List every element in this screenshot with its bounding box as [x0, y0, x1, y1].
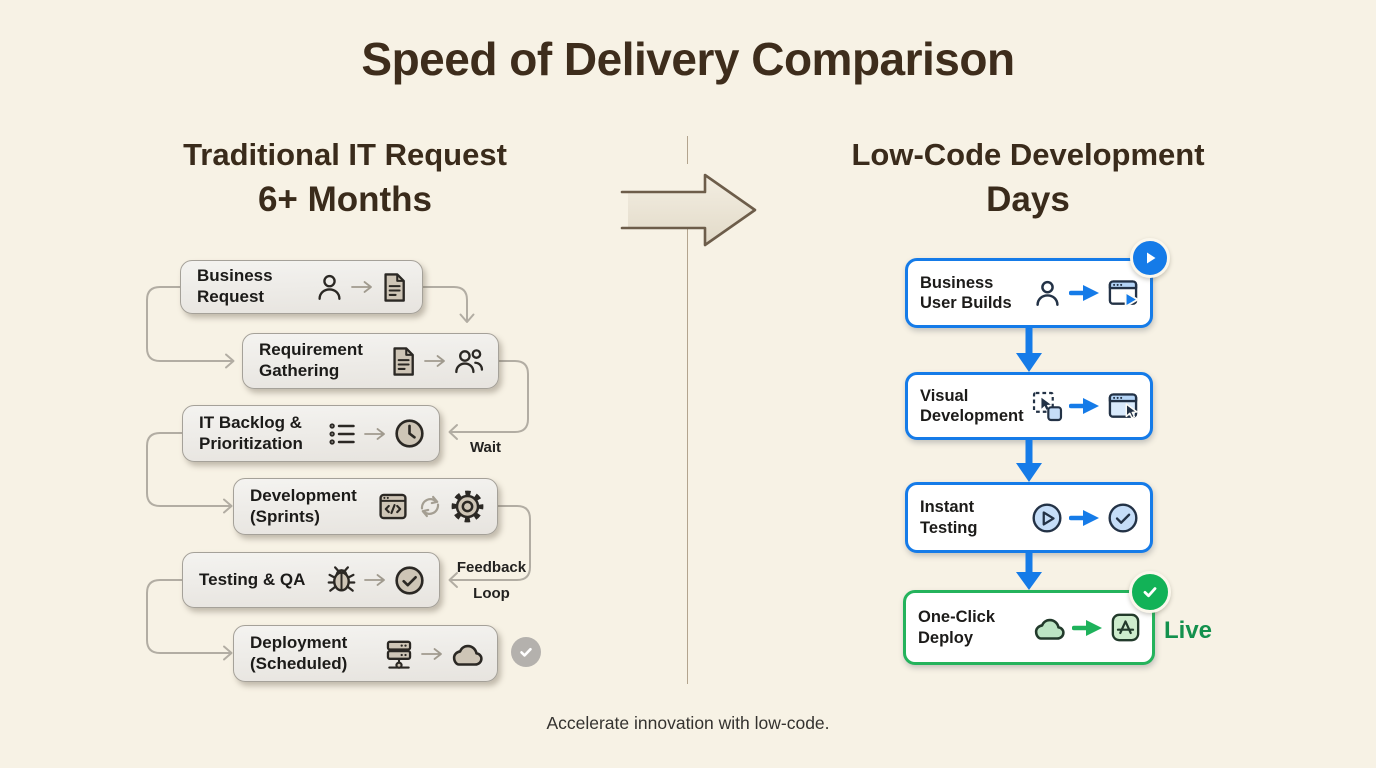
feedback-label: Feedback: [456, 559, 527, 576]
right-duration: Days: [986, 180, 1070, 220]
play-badge: [1130, 238, 1170, 278]
cloud-icon: [452, 644, 483, 666]
step-development-sprints: Development (Sprints): [233, 478, 498, 535]
arrow-right-icon: [1069, 509, 1099, 526]
step-business-user-builds: Business User Builds: [905, 258, 1153, 328]
refresh-icon: [420, 495, 440, 518]
arrow-right-icon: [364, 574, 385, 586]
step-label: Deployment (Scheduled): [250, 632, 348, 673]
flow-down-arrow-icon: [1016, 552, 1042, 590]
step-label: Testing & QA: [199, 569, 306, 589]
step-icons: [325, 416, 427, 451]
step-visual-development: Visual Development: [905, 372, 1153, 440]
play-icon: [1147, 252, 1156, 264]
clock-icon: [395, 419, 424, 448]
step-label: One-Click Deploy: [918, 608, 996, 647]
step-icons: [313, 271, 410, 304]
step-icons: [1031, 389, 1140, 423]
step-requirement-gathering: Requirement Gathering: [242, 333, 499, 389]
arrow-right-icon: [364, 427, 385, 440]
step-testing-qa: Testing & QA: [182, 552, 440, 608]
arrow-right-icon: [1072, 619, 1102, 636]
arrow-right-icon: [1069, 398, 1099, 414]
divider-line: [687, 229, 689, 684]
check-icon: [1143, 587, 1157, 598]
step-label: Visual Development: [920, 386, 1024, 425]
cloud-icon: [1034, 618, 1065, 640]
live-label: Live: [1164, 617, 1213, 644]
divider-line: [687, 136, 689, 164]
loop-label: Loop: [473, 585, 510, 602]
step-label: IT Backlog & Prioritization: [199, 412, 303, 453]
live-check-badge: [1129, 571, 1171, 613]
step-it-backlog: IT Backlog & Prioritization: [182, 405, 440, 462]
step-business-request: Business Request: [180, 260, 423, 314]
page-title: Speed of Delivery Comparison: [361, 33, 1015, 85]
wait-label: Wait: [469, 439, 502, 456]
step-label: Requirement Gathering: [259, 340, 363, 380]
left-duration: 6+ Months: [257, 180, 433, 220]
user-icon: [1036, 280, 1059, 306]
arrow-right-icon: [424, 355, 445, 367]
users-icon: [455, 348, 484, 373]
code-window-icon: [379, 493, 407, 520]
transition-arrow-icon: [620, 173, 757, 247]
step-label: Business User Builds: [920, 273, 1012, 312]
step-icons: [1031, 611, 1142, 644]
user-icon: [318, 274, 341, 300]
step-label: Business Request: [197, 266, 273, 306]
caption: Accelerate innovation with low-code.: [546, 713, 830, 733]
right-column-heading: Low-Code Development Days: [812, 137, 1244, 220]
step-icons: [376, 489, 485, 524]
step-icons: [388, 345, 486, 378]
check-icon: [520, 647, 532, 657]
bug-icon: [327, 566, 356, 592]
step-icons: [382, 637, 485, 671]
app-store-icon: [1111, 613, 1140, 642]
step-icons: [324, 563, 427, 598]
app-window-cursor-icon: [1108, 393, 1138, 419]
step-label: Instant Testing: [920, 498, 978, 537]
step-deployment-scheduled: Deployment (Scheduled): [233, 625, 498, 682]
step-icons: [1030, 501, 1140, 535]
step-icons: [1031, 276, 1140, 310]
step-one-click-deploy: One-Click Deploy: [903, 590, 1155, 665]
drag-drop-icon: [1032, 391, 1063, 421]
app-window-play-icon: [1108, 280, 1139, 308]
step-label: Development (Sprints): [250, 485, 357, 526]
arrow-right-icon: [1069, 285, 1099, 301]
done-gray-badge: [511, 637, 541, 667]
check-circle-icon: [1108, 502, 1138, 533]
play-circle-icon: [1032, 502, 1062, 533]
right-heading: Low-Code Development: [851, 137, 1205, 172]
arrow-right-icon: [351, 281, 372, 293]
arrow-right-icon: [421, 647, 442, 660]
document-icon: [384, 272, 405, 302]
flow-down-arrow-icon: [1016, 439, 1042, 482]
server-icon: [386, 640, 412, 669]
flow-down-arrow-icon: [1016, 328, 1042, 372]
step-instant-testing: Instant Testing: [905, 482, 1153, 553]
check-circle-icon: [395, 565, 424, 595]
document-icon: [393, 346, 414, 376]
left-column-heading: Traditional IT Request 6+ Months: [120, 137, 570, 220]
gear-icon: [451, 490, 484, 523]
backlog-list-icon: [329, 422, 355, 445]
left-heading: Traditional IT Request: [183, 137, 507, 172]
